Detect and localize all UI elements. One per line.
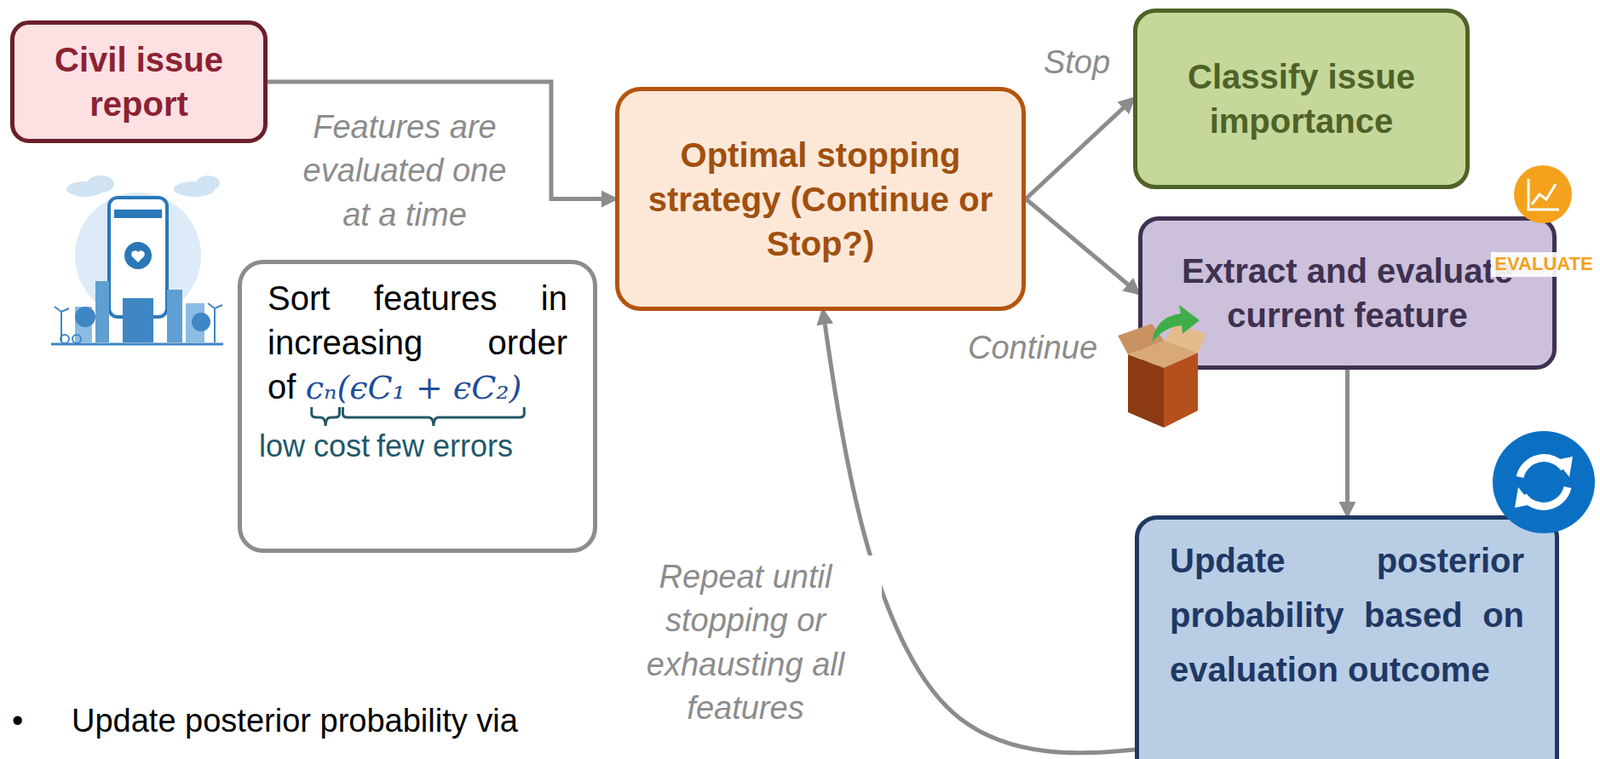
brace-label: low cost xyxy=(258,429,370,464)
edge-label: Stop xyxy=(1025,40,1129,85)
bullet-mark: • xyxy=(11,700,47,743)
edge-label: Repeat until stopping or exhausting all … xyxy=(609,555,882,731)
decision-box: Optimal stopping strategy (Continue or S… xyxy=(615,86,1026,311)
process-box: Update posterior probability based on ev… xyxy=(1134,515,1560,759)
flow-arrow xyxy=(1345,369,1350,516)
icon-caption: EVALUATE xyxy=(1490,252,1597,277)
refresh-icon xyxy=(1492,431,1595,534)
formula-text: cₙ(ϵC₁ + ϵC₂) xyxy=(305,368,523,407)
bullet-text: Update posterior probability via xyxy=(71,700,617,743)
node-text: Classify issue importance xyxy=(1154,54,1449,144)
process-box: Extract and evaluate current feature xyxy=(1138,216,1557,370)
input-box: Civil issue report xyxy=(10,20,268,144)
process-box: Classify issue importance xyxy=(1133,8,1470,190)
node-text: Extract and evaluate current feature xyxy=(1168,248,1527,338)
node-text: Civil issue report xyxy=(28,37,250,127)
city-phone-illustration xyxy=(51,175,224,345)
flow-arrow xyxy=(1025,199,1139,294)
note-box: Sort features in increasing order ofcₙ(ϵ… xyxy=(237,259,598,553)
brace-label: few errors xyxy=(376,429,513,464)
node-text: Update posterior probability based on ev… xyxy=(1169,533,1525,697)
box-icon xyxy=(1117,305,1207,428)
edge-label: Continue xyxy=(951,326,1114,370)
flow-arrow xyxy=(1025,98,1134,200)
note-paragraph: Sort features in increasing order ofcₙ(ϵ… xyxy=(267,276,568,409)
chart-icon xyxy=(1513,165,1572,224)
brace-symbol xyxy=(342,407,524,426)
brace-symbol xyxy=(311,407,340,426)
edge-label: Features are evaluated one at a time xyxy=(285,105,524,237)
node-text: Optimal stopping strategy (Continue or S… xyxy=(644,132,996,266)
